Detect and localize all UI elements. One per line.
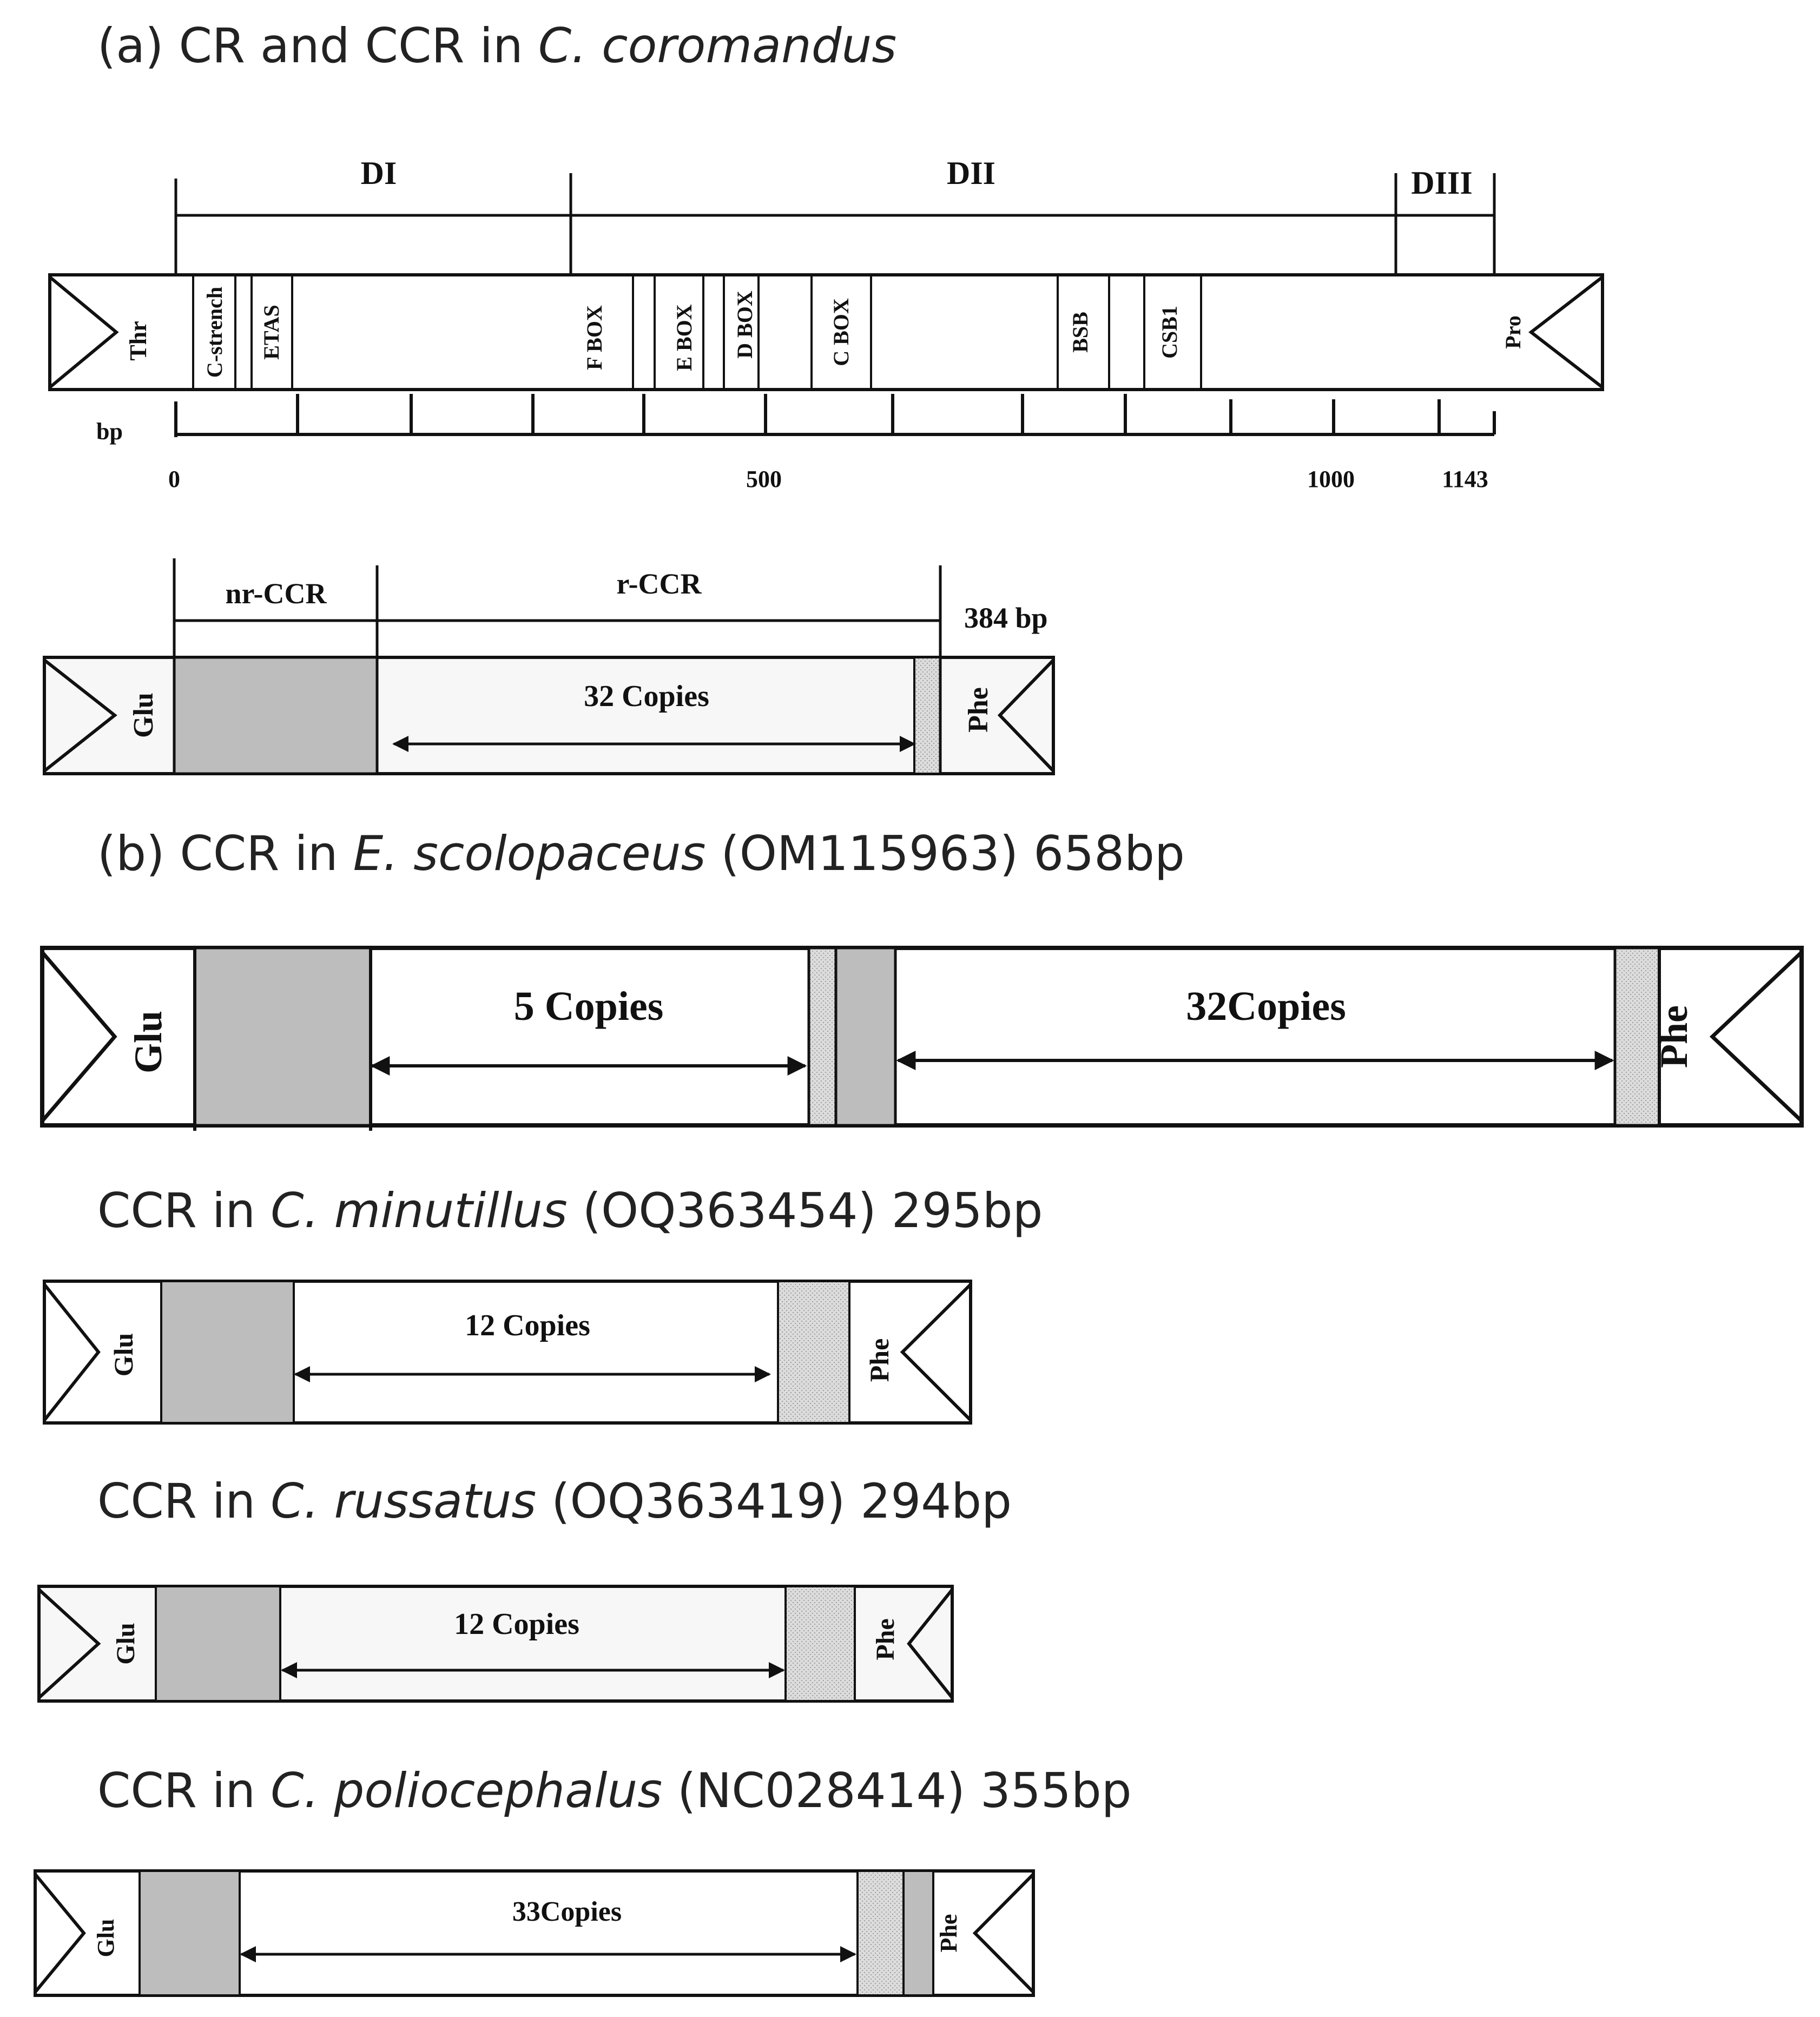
element-e-box: E BOX	[672, 304, 696, 371]
ccr-b-copies-1-label: 5 Copies	[514, 984, 664, 1029]
ccr-e-region-1	[139, 1870, 241, 1996]
domain-label-diii: DIII	[1411, 165, 1472, 201]
ccr-e-glu-label: Glu	[93, 1919, 119, 1957]
ccr-d-phe-label: Phe	[871, 1618, 900, 1660]
scale-tick-1000: 1000	[1307, 466, 1355, 492]
scale-tick-1143: 1143	[1442, 466, 1488, 492]
element-d-box: D BOX	[733, 291, 757, 359]
ccr-b-dotted-1	[807, 946, 838, 1127]
ccr-b-phe-label: Phe	[1652, 1005, 1696, 1068]
caption-e-species: C. poliocephalus	[271, 1763, 662, 1818]
ccr-b-region-2	[834, 946, 897, 1127]
r-ccr-label: r-CCR	[617, 568, 702, 600]
ccr-a-nr-region	[173, 656, 379, 775]
caption-d-species: C. russatus	[271, 1473, 536, 1529]
ccr-b-dotted-2	[1613, 946, 1661, 1127]
scale-unit: bp	[96, 418, 123, 445]
caption-d-prefix: CCR in	[97, 1473, 271, 1529]
caption-a: (a) CR and CCR in C. coromandus	[22, 18, 942, 74]
caption-b-species: E. scolopaceus	[353, 826, 706, 881]
ccr-a-dotted-region	[913, 656, 941, 775]
caption-d: CCR in C. russatus (OQ363419) 294bp	[22, 1473, 1057, 1529]
ccr-d-copies-label: 12 Copies	[454, 1607, 579, 1641]
caption-e-prefix: CCR in	[97, 1763, 271, 1818]
ccr-diagram-e: Glu Phe 33Copies	[34, 1869, 1035, 1997]
ccr-diagram-d: Glu Phe 12 Copies	[37, 1585, 954, 1703]
ccr-c-copies-label: 12 Copies	[465, 1309, 590, 1342]
scale-tick-0: 0	[168, 466, 180, 492]
ccr-d-glu-label: Glu	[111, 1623, 140, 1664]
ccr-e-phe-label: Phe	[935, 1914, 962, 1953]
element-c-box: C BOX	[829, 298, 853, 366]
caption-a-species: C. coromandus	[538, 18, 897, 74]
scale-tick-500: 500	[746, 466, 782, 492]
caption-d-suffix: (OQ363419) 294bp	[536, 1473, 1012, 1529]
ccr-a-glu-label: Glu	[128, 693, 159, 738]
caption-a-prefix: (a) CR and CCR in	[97, 18, 538, 74]
ccr-e-copies-label: 33Copies	[512, 1896, 622, 1927]
element-c-strench: C-strench	[202, 287, 227, 378]
ccr-e-dotted	[856, 1870, 905, 1996]
ccr-a-length: 384 bp	[964, 602, 1048, 634]
ccr-c-phe-label: Phe	[864, 1339, 894, 1382]
ccr-e-region-2	[902, 1870, 934, 1996]
ccr-b-region-1	[193, 946, 372, 1127]
caption-e: CCR in C. poliocephalus (NC028414) 355bp	[22, 1763, 1177, 1818]
cr-diagram: DI DII DIII Thr Pro C-strench ETAS F BOX…	[48, 155, 1604, 492]
domain-label-dii: DII	[947, 155, 995, 191]
caption-c-prefix: CCR in	[97, 1183, 271, 1238]
element-f-box: F BOX	[582, 305, 606, 370]
ccr-d-region	[155, 1585, 281, 1702]
caption-b-prefix: (b) CCR in	[97, 826, 353, 881]
ccr-c-region	[160, 1280, 295, 1424]
caption-b-suffix: (OM115963) 658bp	[705, 826, 1184, 881]
ccr-a-phe-label: Phe	[963, 687, 994, 733]
caption-e-suffix: (NC028414) 355bp	[662, 1763, 1132, 1818]
ccr-diagram-b: Glu Phe 5 Copies 32Copies	[40, 946, 1804, 1131]
trna-pro-label: Pro	[1501, 315, 1525, 348]
caption-c: CCR in C. minutillus (OQ363454) 295bp	[22, 1183, 1088, 1238]
ccr-c-dotted	[777, 1280, 850, 1424]
trna-thr-label: Thr	[125, 321, 151, 360]
domain-label-di: DI	[361, 155, 397, 191]
ccr-c-glu-label: Glu	[108, 1333, 139, 1377]
ccr-diagram-c: Glu Phe 12 Copies	[43, 1280, 972, 1425]
ccr-diagram-a: nr-CCR r-CCR 384 bp Glu Phe 32 Copies	[43, 558, 1055, 775]
element-etas: ETAS	[259, 305, 283, 360]
ccr-b-copies-2-label: 32Copies	[1186, 984, 1346, 1029]
caption-c-suffix: (OQ363454) 295bp	[568, 1183, 1043, 1238]
ccr-d-dotted	[784, 1585, 856, 1702]
nr-ccr-label: nr-CCR	[226, 577, 327, 610]
cr-box	[48, 273, 1604, 391]
element-csb1: CSB1	[1157, 306, 1182, 359]
ccr-a-copies-label: 32 Copies	[584, 680, 709, 713]
caption-b: (b) CCR in E. scolopaceus (OM115963) 658…	[22, 826, 1230, 881]
caption-c-species: C. minutillus	[271, 1183, 568, 1238]
ccr-b-glu-label: Glu	[127, 1011, 170, 1073]
element-bsb: BSB	[1068, 312, 1092, 353]
